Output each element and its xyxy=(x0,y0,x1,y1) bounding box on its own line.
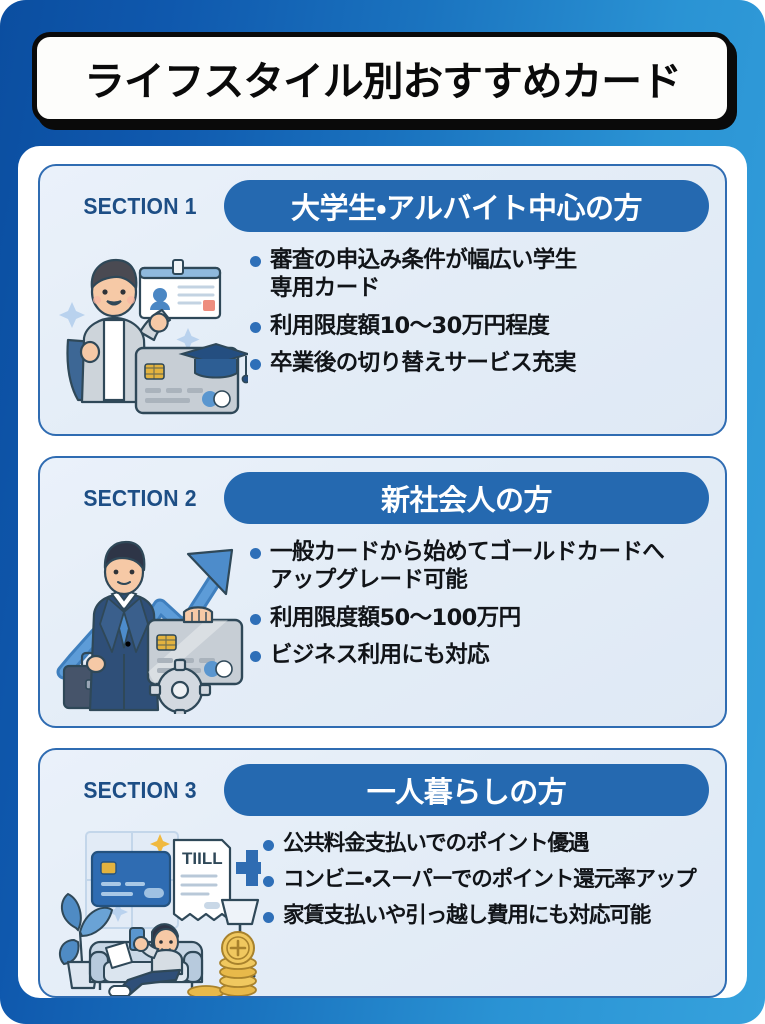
bullet-text: 利用限度額50〜100万円 xyxy=(270,604,521,631)
bullet-dot-icon xyxy=(250,359,261,371)
section-2-body: 一般カードから始めてゴールドカードへ アップグレード可能 利用限度額50〜100… xyxy=(56,532,709,714)
section-1-body: 審査の申込み条件が幅広い学生 専用カード 利用限度額10〜30万円程度 卒業後の… xyxy=(56,240,709,422)
bullet-text: 利用限度額10〜30万円程度 xyxy=(270,312,550,339)
list-item: 利用限度額50〜100万円 xyxy=(250,604,709,632)
section-3-header: SECTION 3 一人暮らしの方 xyxy=(56,764,709,816)
section-1-heading-pill: 大学生・アルバイト中心の方 xyxy=(224,180,709,232)
list-item: 家賃支払いや引っ越し費用にも対応可能 xyxy=(263,902,709,929)
bullet-dot-icon xyxy=(250,321,261,333)
section-2-bullets: 一般カードから始めてゴールドカードへ アップグレード可能 利用限度額50〜100… xyxy=(248,532,709,669)
section-3-label: SECTION 3 xyxy=(83,776,197,803)
section-1-heading: 大学生・アルバイト中心の方 xyxy=(290,191,643,225)
list-item: 卒業後の切り替えサービス充実 xyxy=(250,349,709,377)
title-box: ライフスタイル別おすすめカード xyxy=(32,32,732,124)
section-1-label: SECTION 1 xyxy=(83,192,197,219)
section-1-bullets: 審査の申込み条件が幅広い学生 専用カード 利用限度額10〜30万円程度 卒業後の… xyxy=(248,240,709,377)
list-item: 一般カードから始めてゴールドカードへ アップグレード可能 xyxy=(250,538,709,595)
section-card-3: SECTION 3 一人暮らしの方 xyxy=(38,748,727,998)
bullet-text: 審査の申込み条件が幅広い学生 専用カード xyxy=(270,247,577,302)
section-1-header: SECTION 1 大学生・アルバイト中心の方 xyxy=(56,180,709,232)
page-title: ライフスタイル別おすすめカード xyxy=(83,59,682,105)
bullet-text: 卒業後の切り替えサービス充実 xyxy=(270,350,577,377)
businessman-illustration xyxy=(56,532,248,714)
section-3-body: TIILL xyxy=(56,824,709,996)
bullet-text: ビジネス利用にも対応 xyxy=(270,642,490,669)
list-item: コンビニ・スーパーでのポイント還元率アップ xyxy=(263,866,709,893)
section-2-heading: 新社会人の方 xyxy=(380,483,553,517)
list-item: 公共料金支払いでのポイント優遇 xyxy=(263,830,709,857)
bullet-dot-icon xyxy=(263,912,274,924)
receipt-label: TIILL xyxy=(182,849,223,868)
title-banner: ライフスタイル別おすすめカード xyxy=(32,32,737,130)
section-3-heading-pill: 一人暮らしの方 xyxy=(224,764,709,816)
bullet-dot-icon xyxy=(250,256,261,267)
section-2-label: SECTION 2 xyxy=(83,484,197,511)
section-2-heading-pill: 新社会人の方 xyxy=(224,472,709,524)
content-panel: SECTION 1 大学生・アルバイト中心の方 xyxy=(18,146,747,998)
bullet-dot-icon xyxy=(263,876,274,888)
bullet-text: 家賃支払いや引っ越し費用にも対応可能 xyxy=(283,903,651,929)
list-item: ビジネス利用にも対応 xyxy=(250,641,709,669)
student-illustration xyxy=(56,240,248,422)
section-2-header: SECTION 2 新社会人の方 xyxy=(56,472,709,524)
section-card-2: SECTION 2 新社会人の方 xyxy=(38,456,727,728)
bullet-dot-icon xyxy=(250,548,261,559)
list-item: 審査の申込み条件が幅広い学生 専用カード xyxy=(250,246,709,303)
section-3-heading: 一人暮らしの方 xyxy=(366,775,567,809)
bullet-text: 一般カードから始めてゴールドカードへ アップグレード可能 xyxy=(270,539,665,594)
bullet-dot-icon xyxy=(250,613,261,625)
section-3-bullets: 公共料金支払いでのポイント優遇 コンビニ・スーパーでのポイント還元率アップ 家賃… xyxy=(261,824,709,929)
bullet-dot-icon xyxy=(250,651,261,663)
bullet-text: 公共料金支払いでのポイント優遇 xyxy=(283,831,589,856)
home-living-illustration: TIILL xyxy=(56,824,261,996)
bullet-text: コンビニ・スーパーでのポイント還元率アップ xyxy=(283,867,697,893)
section-card-1: SECTION 1 大学生・アルバイト中心の方 xyxy=(38,164,727,436)
list-item: 利用限度額10〜30万円程度 xyxy=(250,312,709,340)
bullet-dot-icon xyxy=(263,840,274,851)
